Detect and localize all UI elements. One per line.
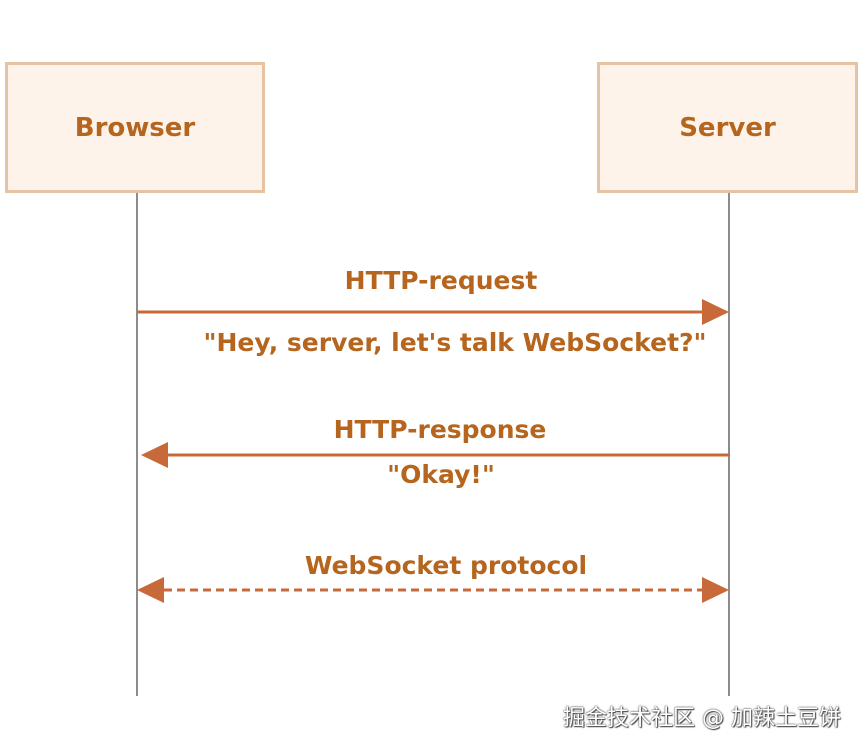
browser-actor-box: Browser bbox=[5, 62, 265, 193]
http-request-arrowhead bbox=[702, 299, 729, 325]
http-request-note: "Hey, server, let's talk WebSocket?" bbox=[203, 328, 707, 357]
browser-actor-label: Browser bbox=[74, 112, 196, 143]
server-actor-label: Server bbox=[679, 112, 776, 143]
http-response-note: "Okay!" bbox=[387, 460, 495, 489]
websocket-protocol-label: WebSocket protocol bbox=[304, 551, 588, 580]
server-actor-box: Server bbox=[597, 62, 858, 193]
http-response-arrowhead bbox=[141, 442, 168, 468]
watermark: 掘金技术社区 @ 加辣土豆饼 bbox=[563, 706, 841, 731]
server-lifeline bbox=[728, 193, 730, 696]
http-request-label: HTTP-request bbox=[344, 266, 538, 295]
websocket-arrowhead-right bbox=[702, 577, 729, 603]
http-response-label: HTTP-response bbox=[333, 415, 547, 444]
browser-lifeline bbox=[136, 193, 138, 696]
websocket-arrowhead-left bbox=[137, 577, 164, 603]
